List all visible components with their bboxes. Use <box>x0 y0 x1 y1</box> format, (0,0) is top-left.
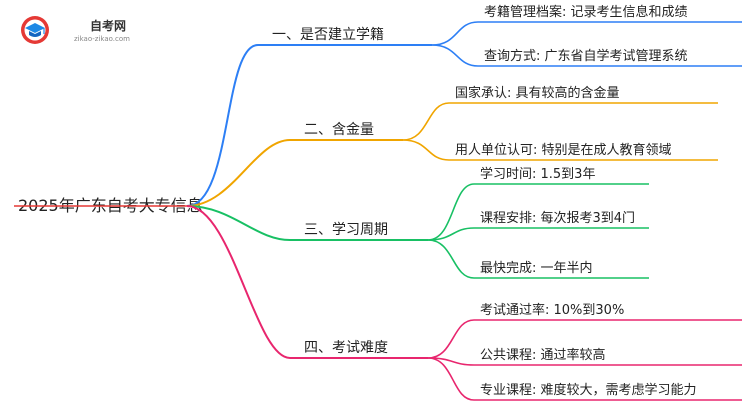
branch-connector <box>186 205 428 241</box>
leaf-connector <box>431 44 742 67</box>
branch-label: 三、学习周期 <box>304 222 388 238</box>
leaf-connector <box>402 102 718 141</box>
leaf-connector <box>427 239 649 279</box>
logo-name: 自考网 <box>90 19 127 33</box>
leaf-label: 学习时间: 1.5到3年 <box>480 166 595 182</box>
leaf-label: 查询方式: 广东省自学考试管理系统 <box>484 48 688 64</box>
leaf-label: 课程安排: 每次报考3到4门 <box>480 210 635 226</box>
leaf-connector <box>402 139 718 161</box>
branch-label: 一、是否建立学籍 <box>272 26 384 43</box>
branch-connector <box>186 205 428 359</box>
branch-connector <box>186 139 403 207</box>
leaf-connector <box>431 21 742 46</box>
leaf-label: 用人单位认可: 特别是在成人教育领域 <box>455 142 672 158</box>
branch-label: 四、考试难度 <box>304 340 388 356</box>
leaf-label: 专业课程: 难度较大，需考虑学习能力 <box>480 382 697 398</box>
logo-url: zikao-zikao.com <box>74 35 130 43</box>
branch-label: 二、含金量 <box>304 122 374 138</box>
leaf-label: 公共课程: 通过率较高 <box>480 347 606 363</box>
leaf-connector <box>427 357 742 401</box>
leaf-connector <box>427 227 649 241</box>
graduation-cap-icon <box>21 16 49 44</box>
leaf-label: 考试通过率: 10%到30% <box>480 302 624 318</box>
leaf-label: 国家承认: 具有较高的含金量 <box>455 85 620 101</box>
leaf-connector <box>427 183 649 241</box>
leaf-connector <box>427 319 742 359</box>
leaf-connector <box>427 357 742 366</box>
site-logo: 自考网 zikao-zikao.com <box>20 14 140 50</box>
leaf-label: 考籍管理档案: 记录考生信息和成绩 <box>484 4 688 20</box>
branch-connector <box>186 44 432 207</box>
leaf-label: 最快完成: 一年半内 <box>480 260 593 276</box>
